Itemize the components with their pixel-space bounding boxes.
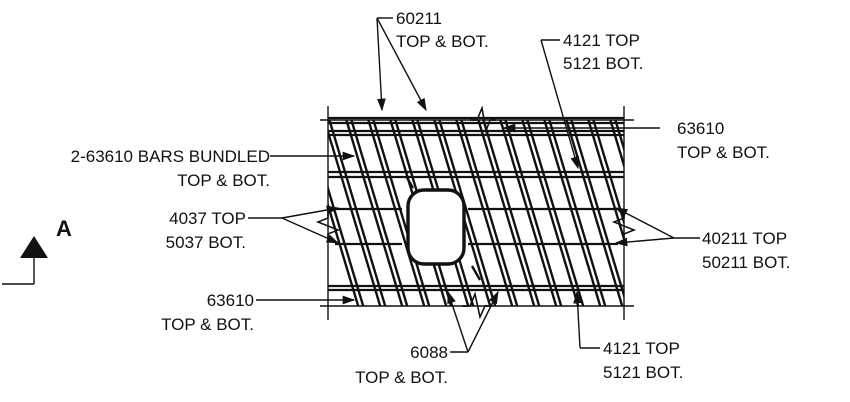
callout-63610-right-line1: 63610: [677, 119, 724, 138]
diagonal-bar: [328, 127, 382, 306]
diagonal-bar: [345, 120, 404, 306]
callout-60211: 60211 TOP & BOT.: [396, 9, 489, 51]
diagonal-bar: [482, 120, 541, 306]
callout-4121-top-line2: 5121 BOT.: [563, 54, 643, 73]
callout-63610-left-line1: 63610: [207, 291, 254, 310]
diagonal-bar: [350, 120, 409, 306]
callout-4037-line1: 4037 TOP: [169, 209, 246, 228]
diagonal-bar: [367, 120, 426, 306]
diagonal-bar: [614, 120, 624, 153]
diagonal-bar: [543, 120, 602, 306]
diagonal-bar: [455, 120, 514, 306]
callout-6088: 6088 TOP & BOT.: [355, 343, 448, 387]
diagonal-bar: [499, 120, 558, 306]
callout-63610-right: 63610 TOP & BOT.: [677, 119, 770, 162]
diagonal-bar: [460, 120, 519, 306]
slab-outline: [320, 106, 634, 320]
diagonal-bar: [328, 120, 387, 306]
callout-63610-left: 63610 TOP & BOT.: [161, 291, 254, 334]
callout-4121-bottom-line2: 5121 BOT.: [603, 363, 683, 382]
callout-6088-line2: TOP & BOT.: [355, 368, 448, 387]
longitudinal-bars: [328, 116, 624, 292]
callout-40211: 40211 TOP 50211 BOT.: [702, 229, 791, 272]
diagonal-bar: [477, 120, 536, 306]
callout-63610-right-line2: TOP & BOT.: [677, 143, 770, 162]
section-marker-a[interactable]: A: [2, 216, 72, 285]
callout-40211-line1: 40211 TOP: [702, 229, 787, 248]
diagonal-bar: [372, 120, 431, 306]
callout-60211-line2: TOP & BOT.: [396, 32, 489, 51]
callout-4121-bottom-line1: 4121 TOP: [603, 339, 680, 358]
callout-4121-top-line1: 4121 TOP: [563, 31, 640, 50]
diagonal-bar: [635, 112, 695, 312]
callout-4121-top: 4121 TOP 5121 BOT.: [563, 31, 643, 73]
diagonal-bar: [526, 120, 585, 306]
opening-trim-bars: [404, 175, 482, 281]
callout-bundled-line2: TOP & BOT.: [177, 171, 270, 190]
leader-lines: [248, 17, 700, 353]
callout-63610-left-line2: TOP & BOT.: [161, 315, 254, 334]
diagonal-bar: [630, 112, 690, 312]
callout-60211-line1: 60211: [396, 9, 442, 28]
callout-4037: 4037 TOP 5037 BOT.: [166, 209, 246, 252]
callout-4037-line2: 5037 BOT.: [166, 233, 246, 252]
slab-opening: [406, 188, 466, 266]
callout-40211-line2: 50211 BOT.: [702, 253, 791, 272]
diagonal-bar: [504, 120, 563, 306]
diagonal-bar: [438, 120, 497, 306]
diagonal-bar: [609, 120, 624, 170]
diagonal-bar: [548, 120, 607, 306]
diagonal-bar: [565, 120, 624, 306]
diagonal-transverse-bars: [328, 112, 695, 312]
section-marker-letter: A: [56, 216, 72, 241]
callout-2-63610-bundled: 2-63610 BARS BUNDLED TOP & BOT.: [71, 147, 270, 190]
callout-4121-bottom: 4121 TOP 5121 BOT.: [603, 339, 683, 382]
break-symbols: [316, 105, 636, 320]
section-marker-triangle: [20, 236, 48, 258]
callout-bundled-line1: 2-63610 BARS BUNDLED: [71, 147, 270, 166]
diagonal-bar: [570, 120, 624, 300]
callout-6088-line1: 6088: [410, 343, 448, 362]
diagonal-bar: [521, 120, 580, 306]
